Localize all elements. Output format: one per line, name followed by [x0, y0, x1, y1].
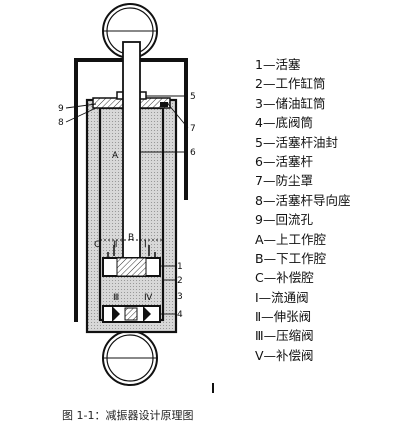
callout-7: 7 — [190, 124, 196, 134]
legend-item: C—补偿腔 — [255, 270, 314, 286]
text-cursor-mark — [212, 383, 214, 393]
valve-label-II: Ⅱ — [113, 240, 117, 250]
callout-8: 8 — [58, 118, 64, 128]
legend-item: 6—活塞杆 — [255, 153, 313, 169]
legend-item: 4—底阀筒 — [255, 115, 313, 131]
valve-label-III: Ⅲ — [113, 293, 119, 303]
chamber-label-C: C — [94, 240, 100, 250]
bottom-valve — [102, 305, 161, 323]
callout-2: 2 — [177, 276, 183, 286]
callouts-left — [65, 103, 97, 123]
legend-item: Ⅱ—伸张阀 — [255, 309, 312, 325]
piston-rod — [122, 41, 141, 261]
callout-9: 9 — [58, 104, 64, 114]
legend-item: 8—活塞杆导向座 — [255, 192, 351, 208]
callout-3: 3 — [177, 292, 183, 302]
chamber-label-B: B — [128, 233, 134, 243]
legend-item: Ⅲ—压缩阀 — [255, 328, 314, 344]
callout-4: 4 — [177, 310, 183, 320]
chamber-label-A: A — [112, 151, 119, 161]
top-mounting-eye — [102, 3, 158, 59]
valve-label-I: Ⅰ — [144, 240, 147, 250]
legend-item: 7—防尘罩 — [255, 173, 313, 189]
legend-item: 2—工作缸筒 — [255, 76, 326, 92]
legend-item: A—上工作腔 — [255, 231, 327, 247]
legend-item: 9—回流孔 — [255, 212, 313, 228]
legend-item: 3—储油缸筒 — [255, 95, 326, 111]
callout-6: 6 — [190, 148, 196, 158]
legend-item: 5—活塞杆油封 — [255, 134, 338, 150]
legend-item: Ⅴ—补偿阀 — [255, 347, 314, 363]
figure-caption: 图 1-1：减振器设计原理图 — [62, 409, 194, 422]
legend-item: Ⅰ—流通阀 — [255, 289, 309, 305]
piston — [102, 252, 161, 277]
bottom-mounting-eye — [102, 330, 158, 386]
callout-1: 1 — [177, 262, 183, 272]
legend-item: B—下工作腔 — [255, 250, 327, 266]
callouts-right — [140, 95, 189, 315]
valve-label-IV: Ⅳ — [144, 293, 153, 303]
legend-item: 1—活塞 — [255, 57, 301, 72]
parts-legend: 1—活塞 2—工作缸筒 3—储油缸筒 4—底阀筒 5—活塞杆油封 6—活塞杆 7… — [255, 55, 350, 365]
callout-5: 5 — [190, 92, 196, 102]
